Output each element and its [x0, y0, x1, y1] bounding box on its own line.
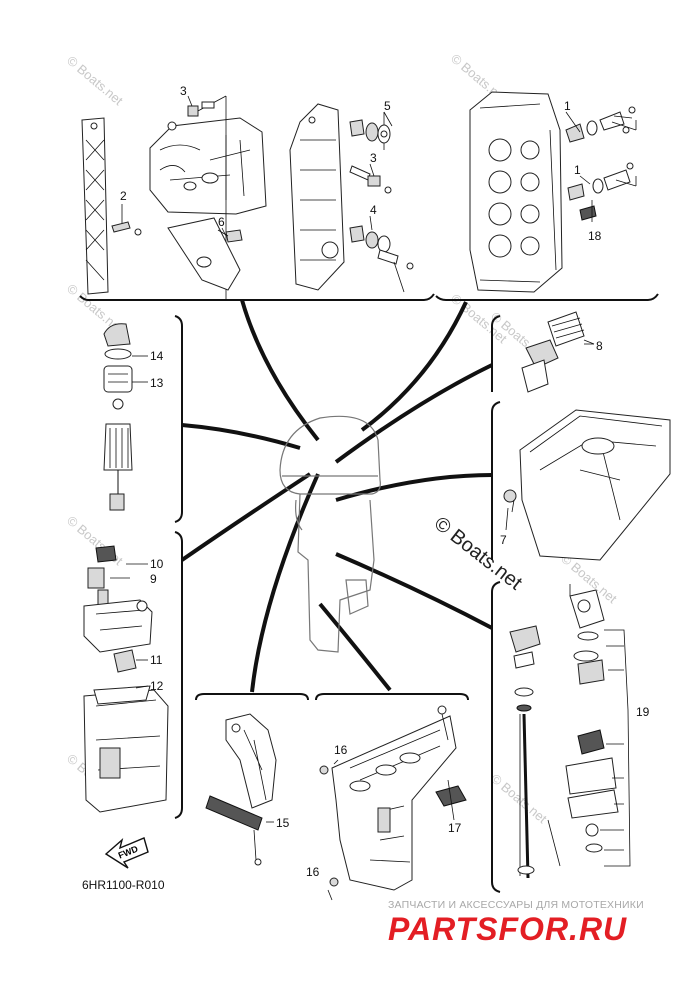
footer-branding: ЗАПЧАСТИ И АКСЕССУАРЫ ДЛЯ МОТОТЕХНИКИ PA… [388, 899, 644, 947]
callout-8: 8 [596, 339, 603, 353]
oil-pan [519, 409, 671, 561]
callout-3-left: 3 [180, 84, 187, 98]
gasket-plate-left [81, 117, 109, 295]
footer-brand: PARTSFOR.RU [388, 911, 627, 947]
outboard-silhouette [279, 415, 381, 653]
callout-18: 18 [588, 229, 602, 243]
callout-1-lower: 1 [574, 163, 581, 177]
callout-6: 6 [218, 215, 225, 229]
callout-5: 5 [384, 99, 391, 113]
steering-bracket [205, 713, 277, 831]
callout-17: 17 [448, 821, 462, 835]
lower-unit [331, 715, 457, 891]
callout-16-upper: 16 [334, 743, 348, 757]
callout-4: 4 [370, 203, 377, 217]
callout-15: 15 [276, 816, 290, 830]
center-watermark: © Boats.net [430, 513, 526, 595]
engine-block-right [469, 91, 563, 293]
callout-12: 12 [150, 679, 164, 693]
fwd-arrow-icon: FWD [104, 837, 149, 869]
oil-filter-assembly [521, 311, 585, 393]
exhaust-cover-plate [289, 103, 345, 291]
watermark-left-low: © Boats.net [64, 513, 126, 569]
callout-10: 10 [150, 557, 164, 571]
callout-13: 13 [150, 376, 164, 390]
watermark-bottom-right: © Boats.net [488, 771, 550, 827]
footer-tagline: ЗАПЧАСТИ И АКСЕССУАРЫ ДЛЯ МОТОТЕХНИКИ [388, 899, 644, 911]
water-pump-kit [509, 625, 541, 879]
diagram-code: 6HR1100-R010 [82, 878, 165, 892]
fuel-filter-assembly [103, 323, 133, 511]
callout-numbers: 1 1 2 3 3 4 5 6 7 8 9 10 11 12 13 14 15 … [120, 84, 650, 879]
watermark-top-left: © Boats.net [64, 53, 126, 109]
callout-9: 9 [150, 572, 157, 586]
callout-7: 7 [500, 533, 507, 547]
callout-leaders [187, 95, 594, 531]
callout-11: 11 [150, 653, 163, 667]
callout-16-lower: 16 [306, 865, 320, 879]
section-brackets [79, 293, 659, 893]
callout-1-upper: 1 [564, 99, 571, 113]
callout-3-right: 3 [370, 151, 377, 165]
callout-14: 14 [150, 349, 164, 363]
vapor-separator [83, 545, 153, 673]
leader-lines [180, 299, 493, 693]
callout-2: 2 [120, 189, 127, 203]
cylinder-head-center [149, 117, 267, 215]
callout-19: 19 [636, 705, 650, 719]
